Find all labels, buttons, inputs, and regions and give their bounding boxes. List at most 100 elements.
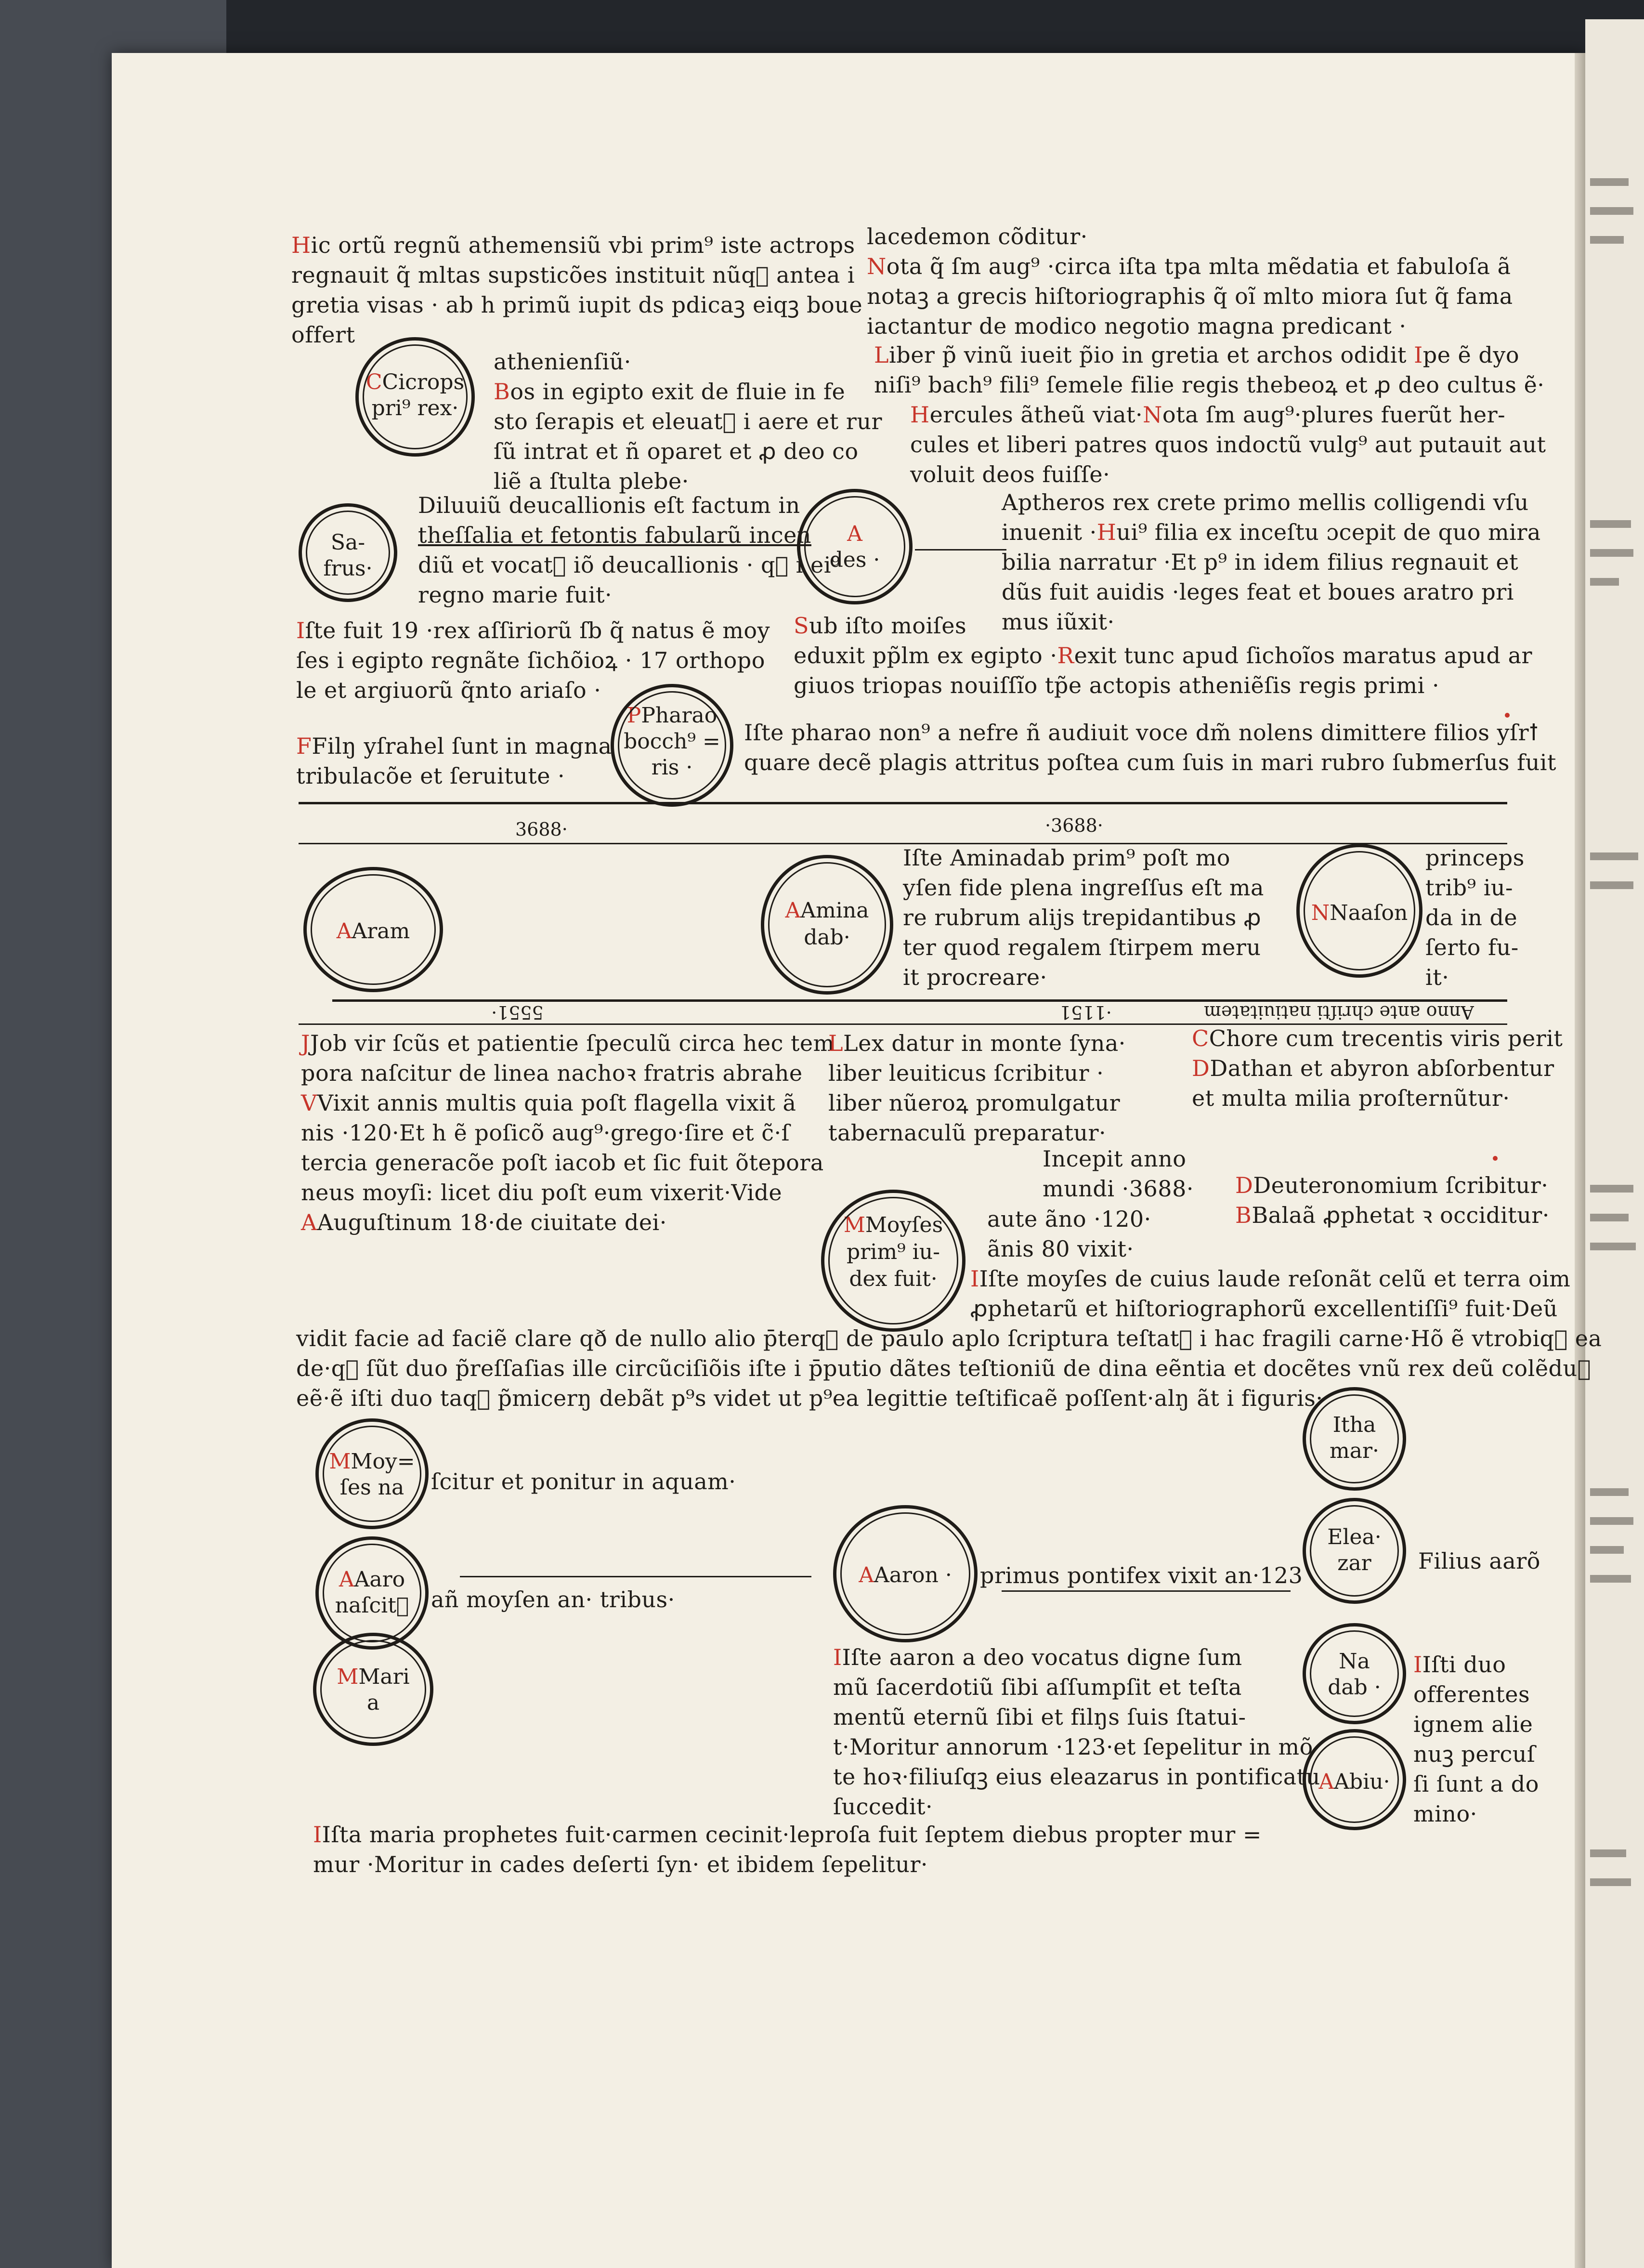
year-right: ·3688· (1045, 815, 1103, 836)
top-right-line-1: lacedemon cõditur· (867, 223, 1088, 249)
top-left-line-3: gretia visas · ab h primũ iupit ds pdica… (291, 292, 863, 318)
naason-medallion: NNaaſon (1296, 844, 1422, 978)
chore-line-3: et multa milia proſternũtur· (1192, 1085, 1510, 1111)
apteros-line-5: mus iũxit· (1002, 609, 1115, 635)
deut-line-2: BBalaã ꝓphetat ꝛ occiditur· (1235, 1202, 1550, 1228)
cecrops-text-line-3: sto ſerapis et eleuat᷑ i aere et rur (494, 408, 882, 434)
connector-aaron-sons (1002, 1590, 1291, 1592)
aram-medallion: AAram (303, 867, 443, 992)
red-mark (1505, 713, 1510, 718)
naason-text-line-4: ſerto fu- (1425, 934, 1519, 960)
nadab-medallion: Na dab · (1303, 1623, 1406, 1724)
nadab-label-2: dab · (1328, 1675, 1381, 1700)
job-line-7: AAuguſtinum 18·de ciuitate dei· (301, 1209, 667, 1235)
isti-duo-line-4: nuꝫ percuſ (1413, 1741, 1536, 1767)
naason-text-line-3: da in de (1425, 905, 1518, 931)
anno-mirror: Anno ante chriſti natiuitatem (1204, 1002, 1474, 1023)
aminadab-text-line-5: it procreare· (903, 964, 1047, 990)
iste-fuit-line-3: le et argiuorũ q̃nto ariaſo · (296, 677, 601, 703)
job-line-5: tercia generacõe poſt iacob et ſic fuit … (301, 1150, 824, 1176)
iste-moyses-line-1: IIſte moyſes de cuius laude reſonãt celũ… (970, 1266, 1571, 1292)
top-right-line-4: iactantur de modico negotio magna predic… (867, 313, 1407, 339)
deut-line-1: DDeuteronomium ſcribitur· (1235, 1172, 1549, 1198)
red-mark-2 (1493, 1156, 1498, 1161)
sparus-medallion: Sa- frus· (299, 503, 397, 602)
eleazar-label-1: Elea· (1327, 1525, 1382, 1549)
aminadab-text-line-4: ter quod regalem ſtirpem meru (903, 934, 1261, 960)
iste-moyses-line-5: eẽ·ẽ iſti duo taqᷓ p̃micerŋ debãt p⁹s vi… (296, 1385, 1323, 1411)
apteros-line-1: Aptheros rex crete primo mellis colligen… (1002, 489, 1529, 515)
naason-text-line-2: trib⁹ iu- (1425, 875, 1514, 901)
pharao-label-2: bocch⁹ = (624, 729, 720, 754)
iste-moyses-line-4: de·q᷑ ſũt duo p̃reſſaſias ille circũciſi… (296, 1355, 1591, 1381)
sparus-label-1: Sa- (330, 530, 365, 555)
aminadab-text-line-1: Iſte Aminadab prim⁹ poſt mo (903, 845, 1230, 871)
sub-isto-line-3: giuos triopas nouiſſĩo tp̃e actopis athe… (794, 672, 1440, 698)
naason-text-line-5: it· (1425, 964, 1449, 990)
liber-line-1: Liber p̃ vinũ iueit p̃io in gretia et ar… (874, 342, 1520, 368)
ascatades-medallion: A des · (797, 489, 913, 604)
isti-duo-line-5: ſi ſunt a do (1413, 1771, 1539, 1797)
incepit-line-2: mundi ·3688· (1043, 1176, 1194, 1202)
aram-label: AAram (336, 919, 410, 944)
aminadab-label-1: AAmina (785, 898, 869, 923)
cecrops-text-line-5: liẽ a ſtulta plebe· (494, 468, 689, 494)
diluvium-line-4: regno marie fuit· (418, 582, 613, 608)
iste-fuit-line-1: Iſte fuit 19 ·rex aſſiriorũ ſb q̃ natus … (296, 617, 770, 643)
pharao-label-1: PPharao (626, 703, 718, 728)
abiu-medallion: AAbiu· (1303, 1729, 1406, 1830)
job-line-3: VVixit annis multis quia poſt flagella v… (301, 1090, 796, 1116)
moyses-medallion: MMoyſes prim⁹ iu- dex fuit· (821, 1190, 966, 1332)
eleazar-medallion: Elea· zar (1303, 1498, 1406, 1604)
sub-isto-line-1: Sub iſto moiſes (794, 613, 967, 639)
diluvium-line-3: diũ et vocat᷑ iõ deucallionis · q᷑ i ei⁹ (418, 552, 840, 578)
aminadab-text-line-2: yſen fide plena ingreſſus eſt ma (903, 875, 1264, 901)
job-line-4: nis ·120·Et h ẽ poſicõ aug⁹·grego·ſire e… (301, 1120, 790, 1146)
chore-line-2: DDathan et abyron abſorbentur (1192, 1055, 1554, 1081)
aaron-desc-line-4: t·Moritur annorum ·123·et ſepelitur in m… (833, 1734, 1313, 1760)
naason-text-line-1: princeps (1425, 845, 1525, 871)
eleazar-label-2: zar (1337, 1551, 1371, 1575)
aaron-nasc-text: añ moyſen an· tribus· (431, 1586, 675, 1613)
chore-line-1: CChore cum trecentis viris perit (1192, 1025, 1563, 1051)
cecrops-text-line-4: ſũ intrat et ñ oparet et ꝓ deo co (494, 438, 859, 464)
top-right-line-3: notaꝫ a grecis hiſtoriographis q̃ oĩ mlt… (867, 283, 1513, 309)
aaron-medallion: AAaron · (833, 1505, 978, 1642)
job-line-6: neus moyſi: licet diu poſt eum vixerit·V… (301, 1180, 783, 1206)
filii-line-2: tribulacõe et ſeruitute · (296, 763, 565, 789)
job-line-2: pora naſcitur de linea nachoꝛ fratris ab… (301, 1060, 803, 1086)
abiu-label: AAbiu· (1318, 1770, 1390, 1794)
ithamar-label-1: Itha (1332, 1413, 1376, 1437)
moyses-side-line-1: aute ãno ·120· (987, 1206, 1151, 1232)
year-mirror-1: 5551· (491, 1002, 544, 1023)
aaron-nasc-label-2: naſcit᷑ (335, 1593, 409, 1618)
iste-moyses-line-2: ꝓphetarũ et hiſtoriographorũ excellentiſ… (970, 1296, 1558, 1322)
aaron-desc-line-3: mentũ eternũ ſibi et filŋs ſuis ſtatui- (833, 1704, 1246, 1730)
moyses-label-3: dex fuit· (849, 1267, 938, 1291)
divider-line-2 (299, 843, 1507, 844)
iste-moyses-line-3: vidit facie ad faciẽ clare qð de nullo a… (296, 1325, 1602, 1351)
naason-label: NNaaſon (1311, 901, 1408, 925)
moyses-label-2: prim⁹ iu- (847, 1240, 940, 1264)
top-left-line-4: offert (291, 322, 355, 348)
adjacent-page-edge (1585, 19, 1644, 2268)
ista-maria-line-2: mur ·Moritur in cades deſerti ſyn· et ib… (313, 1851, 928, 1877)
moyses-nascitur-medallion: MMoy= ſes na (315, 1418, 429, 1529)
iste-fuit-line-2: ſes i egipto regnãte ſichõioꝝ · 17 ortho… (296, 647, 765, 673)
connector-aaron (460, 1576, 811, 1577)
isti-duo-line-6: mino· (1413, 1801, 1477, 1827)
liber-line-3: Hercules ãtheũ viat·Nota ſm aug⁹·plures … (910, 402, 1506, 428)
divider-line-1 (299, 802, 1507, 804)
lex-line-4: tabernaculũ preparatur· (828, 1120, 1107, 1146)
moyses-side-line-2: ãnis 80 vixit· (987, 1236, 1134, 1262)
cecrops-medallion: CCicrops pri⁹ rex· (355, 337, 475, 457)
maria-label-1: MMari (337, 1665, 410, 1689)
manuscript-page (112, 53, 1585, 2268)
sparus-label-2: frus· (323, 556, 373, 581)
liber-line-5: voluit deos fuiſſe· (910, 461, 1110, 487)
isti-duo-line-1: IIſti duo (1413, 1652, 1506, 1678)
top-right-line-2: Nota q̃ ſm aug⁹ ·circa iſta tpa mlta mẽd… (867, 253, 1511, 279)
aaron-nasc-label-1: AAaro (339, 1567, 405, 1592)
apteros-line-2: inuenit ·Hui⁹ filia ex inceſtu ɔcepit de… (1002, 519, 1541, 545)
connector-ascatades (915, 549, 1006, 551)
